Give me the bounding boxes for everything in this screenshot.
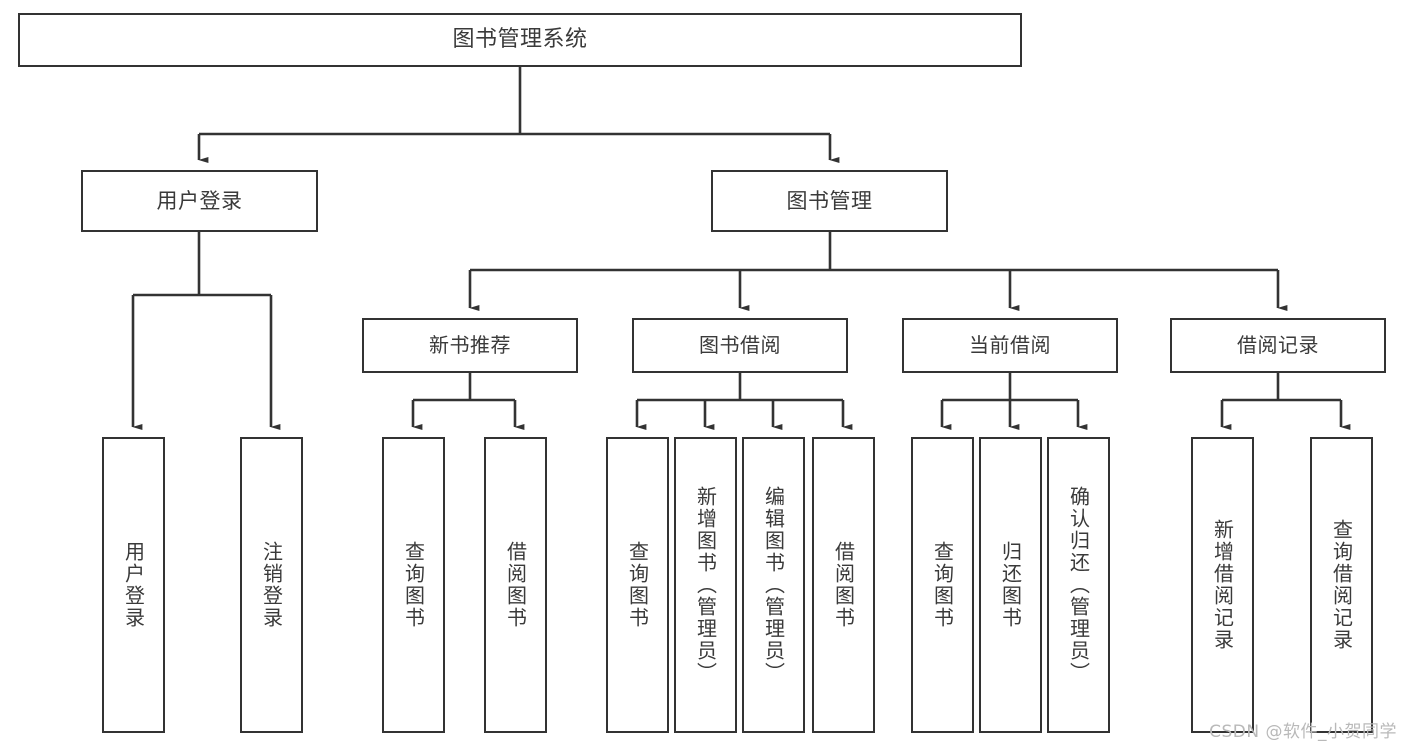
node-label: 新书推荐	[429, 333, 511, 357]
node-label: 当前借阅	[969, 333, 1051, 357]
node-label: 图书管理	[786, 188, 873, 213]
node-label: 借阅记录	[1237, 333, 1319, 357]
leaf-label: 注销登录	[259, 541, 284, 629]
node-borrow-record[interactable]: 借阅记录	[1170, 318, 1386, 373]
leaf-label: 查询借阅记录	[1329, 519, 1354, 651]
node-new-book-recommend[interactable]: 新书推荐	[362, 318, 578, 373]
leaf-label: 确认归还（管理员）	[1066, 486, 1091, 684]
node-current-borrow[interactable]: 当前借阅	[902, 318, 1118, 373]
leaf-label: 借阅图书	[503, 541, 528, 629]
leaf-borrow-book-recommend[interactable]: 借阅图书	[484, 437, 547, 733]
node-root-book-management-system[interactable]: 图书管理系统	[18, 13, 1022, 67]
leaf-label: 用户登录	[121, 541, 146, 629]
leaf-borrow-book[interactable]: 借阅图书	[812, 437, 875, 733]
node-label: 用户登录	[156, 188, 243, 213]
leaf-label: 查询图书	[625, 541, 650, 629]
leaf-logout-login[interactable]: 注销登录	[240, 437, 303, 733]
leaf-label: 归还图书	[998, 541, 1023, 629]
leaf-add-book-admin[interactable]: 新增图书（管理员）	[674, 437, 737, 733]
leaf-label: 新增借阅记录	[1210, 519, 1235, 651]
leaf-confirm-return-admin[interactable]: 确认归还（管理员）	[1047, 437, 1110, 733]
node-label: 图书管理系统	[452, 27, 588, 53]
node-user-login[interactable]: 用户登录	[81, 170, 318, 232]
leaf-query-book-borrow[interactable]: 查询图书	[606, 437, 669, 733]
leaf-query-book-recommend[interactable]: 查询图书	[382, 437, 445, 733]
leaf-user-login[interactable]: 用户登录	[102, 437, 165, 733]
node-book-management[interactable]: 图书管理	[711, 170, 948, 232]
leaf-label: 新增图书（管理员）	[693, 486, 718, 684]
leaf-label: 编辑图书（管理员）	[761, 486, 786, 684]
leaf-return-book[interactable]: 归还图书	[979, 437, 1042, 733]
leaf-add-borrow-record[interactable]: 新增借阅记录	[1191, 437, 1254, 733]
node-label: 图书借阅	[699, 333, 781, 357]
leaf-query-book-current[interactable]: 查询图书	[911, 437, 974, 733]
leaf-edit-book-admin[interactable]: 编辑图书（管理员）	[742, 437, 805, 733]
watermark: CSDN @软件_小贺同学	[1209, 722, 1397, 742]
leaf-label: 查询图书	[401, 541, 426, 629]
leaf-label: 查询图书	[930, 541, 955, 629]
node-book-borrow[interactable]: 图书借阅	[632, 318, 848, 373]
leaf-label: 借阅图书	[831, 541, 856, 629]
leaf-query-borrow-record[interactable]: 查询借阅记录	[1310, 437, 1373, 733]
